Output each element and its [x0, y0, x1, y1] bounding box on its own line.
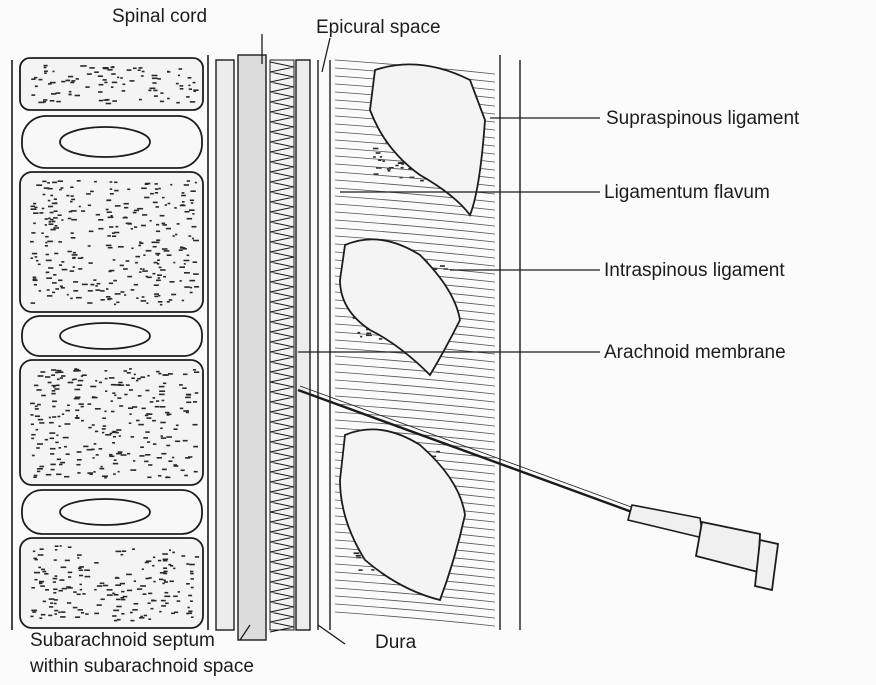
needle-hub: [628, 505, 703, 538]
label-intraspinous-ligament: Intraspinous ligament: [604, 260, 785, 281]
label-dura: Dura: [375, 632, 417, 653]
label-epidural-space: Epicural space: [316, 17, 441, 38]
spinous-processes: [340, 64, 485, 600]
syringe-barrel: [696, 522, 760, 572]
label-spinal-cord: Spinal cord: [112, 6, 207, 27]
label-subarachnoid-septum-line1: Subarachnoid septum: [30, 630, 215, 651]
syringe-flange: [755, 540, 778, 590]
epidural-space: [318, 60, 330, 630]
label-ligamentum-flavum: Ligamentum flavum: [604, 182, 770, 203]
label-subarachnoid-septum-line2: within subarachnoid space: [29, 656, 254, 677]
label-supraspinous-ligament: Supraspinous ligament: [606, 108, 800, 129]
label-arachnoid-membrane: Arachnoid membrane: [604, 342, 786, 363]
spinous-process-2: [340, 239, 460, 375]
spinal-cord-column: [238, 55, 294, 640]
posterior-boundaries: [500, 55, 520, 630]
vertebral-body-4: [20, 538, 203, 628]
spinous-process-3: [340, 429, 465, 600]
